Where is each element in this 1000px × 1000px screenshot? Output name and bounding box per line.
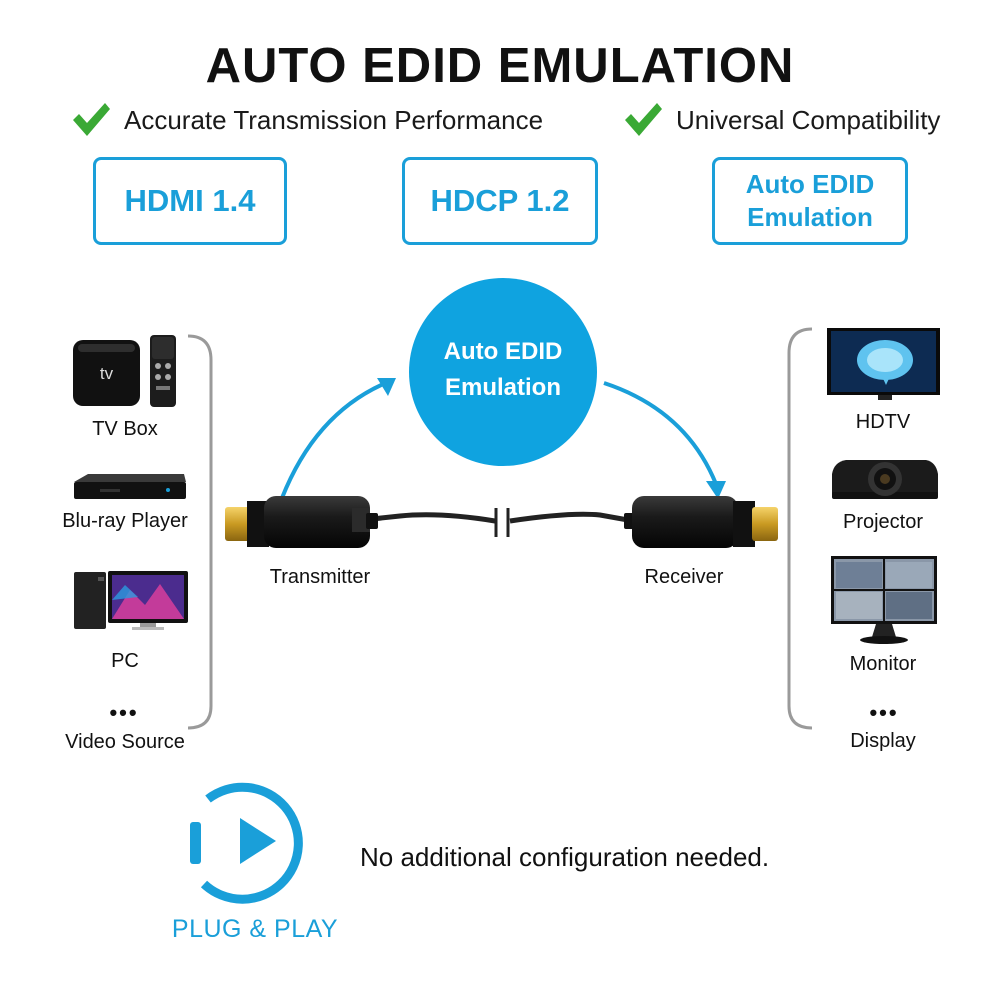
- feature-accurate-transmission: Accurate Transmission Performance: [70, 100, 543, 140]
- receiver-label: Receiver: [644, 566, 724, 588]
- spec-label: HDCP 1.2: [430, 183, 570, 218]
- configuration-note: No additional configuration needed.: [360, 842, 770, 872]
- cable-right: [509, 511, 629, 524]
- arrow-to-receiver: [603, 381, 718, 485]
- hdtv-icon: [827, 328, 940, 400]
- display-footer-label: Display: [850, 730, 916, 752]
- spec-box-auto-edid: Auto EDID Emulation: [712, 157, 908, 245]
- transmitter-label: Transmitter: [269, 566, 371, 588]
- source-more-dots: •••: [109, 700, 139, 725]
- auto-edid-circle: [409, 278, 597, 466]
- spec-label-line2: Emulation: [747, 202, 873, 232]
- arrowhead-icon: [706, 481, 726, 499]
- display-more-dots: •••: [869, 700, 899, 725]
- source-bracket: [187, 334, 213, 730]
- monitor-icon: [831, 556, 937, 644]
- source-label-blu-ray: Blu-ray Player: [62, 510, 188, 532]
- arrowhead-icon: [377, 378, 396, 396]
- transmitter-device: [225, 496, 378, 548]
- circle-label-line2: Emulation: [444, 374, 561, 401]
- blu-ray-player-icon: [74, 474, 186, 499]
- display-label-monitor: Monitor: [849, 653, 917, 675]
- pc-icon: [74, 571, 188, 630]
- display-label-projector: Projector: [842, 511, 924, 533]
- cable-left: [371, 512, 496, 524]
- green-check-icon: [625, 103, 662, 136]
- display-label-hdtv: HDTV: [855, 411, 911, 433]
- circle-label-line1: Auto EDID: [443, 338, 563, 365]
- plug-and-play-icon: [190, 782, 303, 904]
- source-footer-label: Video Source: [65, 731, 185, 753]
- tv-box-icon: [73, 335, 176, 407]
- display-bracket: [787, 327, 813, 730]
- feature-label: Universal Compatibility: [676, 104, 941, 135]
- auto-edid-circle-label: Auto EDID Emulation: [409, 334, 597, 406]
- receiver-device: [624, 496, 778, 548]
- projector-icon: [832, 460, 938, 499]
- arrow-to-circle: [280, 380, 389, 499]
- source-label-pc: PC: [111, 650, 139, 672]
- spec-label-line1: Auto EDID: [745, 169, 875, 199]
- feature-label: Accurate Transmission Performance: [124, 104, 544, 135]
- green-check-icon: [73, 103, 110, 136]
- feature-universal-compatibility: Universal Compatibility: [622, 100, 940, 140]
- spec-box-hdcp: HDCP 1.2: [402, 157, 598, 245]
- page-title: AUTO EDID EMULATION: [205, 39, 795, 93]
- plug-and-play-label: PLUG & PLAY: [171, 915, 339, 943]
- source-label-tv-box: TV Box: [92, 418, 158, 440]
- tv-box-logo: tv: [99, 364, 114, 383]
- spec-label: HDMI 1.4: [124, 183, 256, 218]
- spec-box-hdmi: HDMI 1.4: [93, 157, 287, 245]
